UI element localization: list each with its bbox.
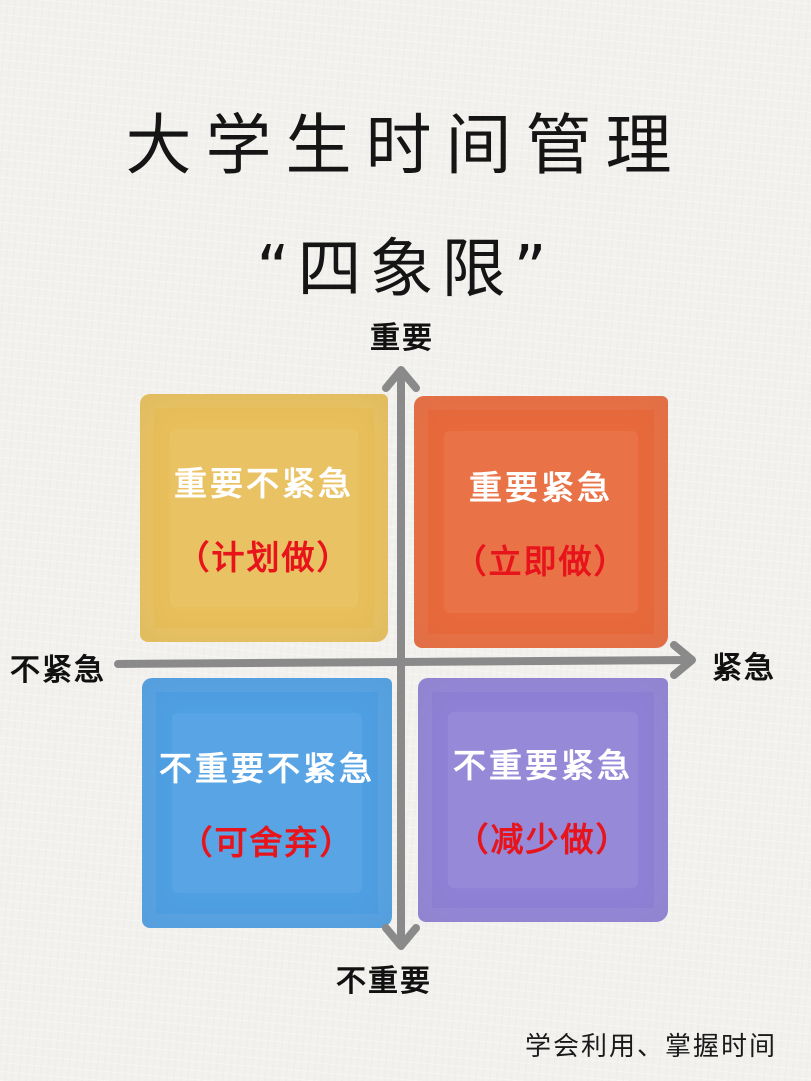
quadrant-title: 重要紧急 [469, 468, 613, 507]
quadrant-action: （减少做） [455, 820, 631, 859]
axis-label-important: 重要 [370, 321, 434, 356]
quadrant-action: （计划做） [176, 538, 352, 577]
quadrant-inner-panel [448, 712, 638, 888]
quadrant-not-important-not-urgent: 不重要不紧急 （可舍弃） [142, 678, 392, 928]
quadrant-title: 不重要不紧急 [159, 749, 375, 788]
quadrant-inner-panel [172, 713, 362, 893]
axis-label-not-urgent: 不紧急 [10, 653, 106, 688]
footer-caption: 学会利用、掌握时间 [524, 1032, 777, 1062]
quadrant-important-not-urgent: 重要不紧急 （计划做） [140, 394, 388, 642]
arrow-up-icon [382, 366, 420, 392]
quadrant-inner-panel [169, 428, 359, 608]
horizontal-axis-line [114, 656, 694, 668]
quadrant-important-urgent: 重要紧急 （立即做） [414, 396, 668, 648]
quadrant-title: 重要不紧急 [174, 464, 354, 503]
page-title: 大学生时间管理 [125, 107, 686, 184]
axis-label-urgent: 紧急 [712, 651, 776, 686]
axis-label-not-important: 不重要 [336, 964, 432, 999]
arrow-right-icon [670, 641, 696, 679]
quadrant-not-important-urgent: 不重要紧急 （减少做） [418, 678, 668, 922]
arrow-down-icon [382, 924, 420, 950]
quadrant-action: （立即做） [453, 542, 629, 581]
page-subtitle: “四象限” [256, 233, 555, 307]
quadrant-action: （可舍弃） [179, 823, 355, 862]
quadrant-inner-panel [444, 431, 638, 613]
quadrant-title: 不重要紧急 [453, 746, 633, 785]
